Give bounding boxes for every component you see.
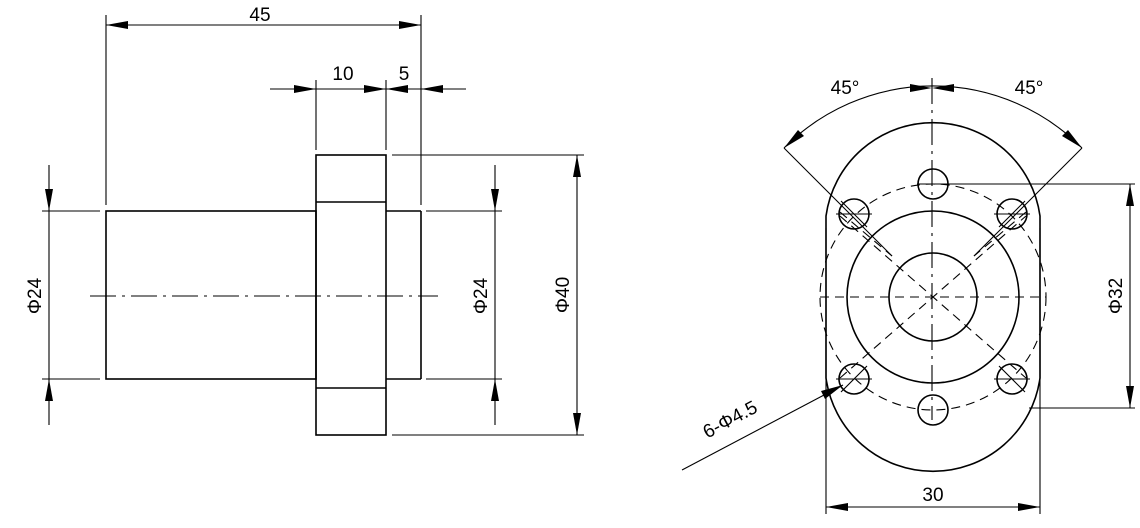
dim-length-total: 45 <box>249 5 270 26</box>
hole-center-mark <box>998 365 1026 393</box>
arrowhead <box>421 85 443 93</box>
arrowhead <box>573 155 581 177</box>
arrowhead <box>910 84 932 92</box>
arrowhead <box>106 21 128 29</box>
arrowhead <box>821 385 843 399</box>
arrowhead <box>932 84 954 92</box>
arrowhead <box>399 21 421 29</box>
radial-hidden-diag2 <box>839 215 1027 379</box>
arrowhead <box>294 85 316 93</box>
arrowhead <box>386 85 408 93</box>
dim-flat-width: 30 <box>922 485 943 506</box>
hole-callout-leader <box>681 384 844 471</box>
arrowhead <box>491 189 499 211</box>
angle-left-label: 45° <box>831 78 860 99</box>
dim-bore-diameter: Φ24 <box>471 277 492 314</box>
flange-outline <box>315 154 387 436</box>
body-cylinder-outline <box>105 210 317 380</box>
arrowhead <box>1126 386 1134 408</box>
arrowhead <box>45 379 53 401</box>
hole-callout-label: 6-Φ4.5 <box>700 397 761 443</box>
arrowhead <box>1062 130 1082 148</box>
radial-line-left <box>783 147 893 257</box>
front-view: 45° 45° 6-Φ4.5 Φ32 30 <box>681 78 1135 514</box>
dim-body-diameter: Φ24 <box>25 277 46 314</box>
arrowhead <box>364 85 386 93</box>
arrowhead <box>1126 184 1134 206</box>
radial-hidden-left <box>839 211 893 257</box>
dim-flange-offset: 5 <box>399 64 410 85</box>
mounting-holes <box>836 168 1030 426</box>
hole <box>917 394 949 426</box>
angle-right-label: 45° <box>1015 78 1044 99</box>
dim-bolt-circle: Φ32 <box>1106 278 1127 314</box>
dim-flange-thickness: 10 <box>332 64 353 85</box>
arrowhead <box>826 503 848 511</box>
hole-center-mark <box>998 200 1026 228</box>
arrowhead <box>784 130 804 148</box>
arrowhead <box>1018 503 1040 511</box>
dim-flange-diameter: Φ40 <box>553 277 574 313</box>
radial-hidden-right <box>973 211 1027 257</box>
hole-center-mark <box>840 200 868 228</box>
radial-line-right <box>973 147 1083 257</box>
arrowhead <box>491 379 499 401</box>
hole-center-mark <box>840 365 868 393</box>
arrowhead <box>573 413 581 435</box>
arrowhead <box>45 189 53 211</box>
angle-arc <box>783 85 1083 149</box>
side-view: 45 10 5 Φ24 Φ24 Φ40 <box>25 5 584 436</box>
